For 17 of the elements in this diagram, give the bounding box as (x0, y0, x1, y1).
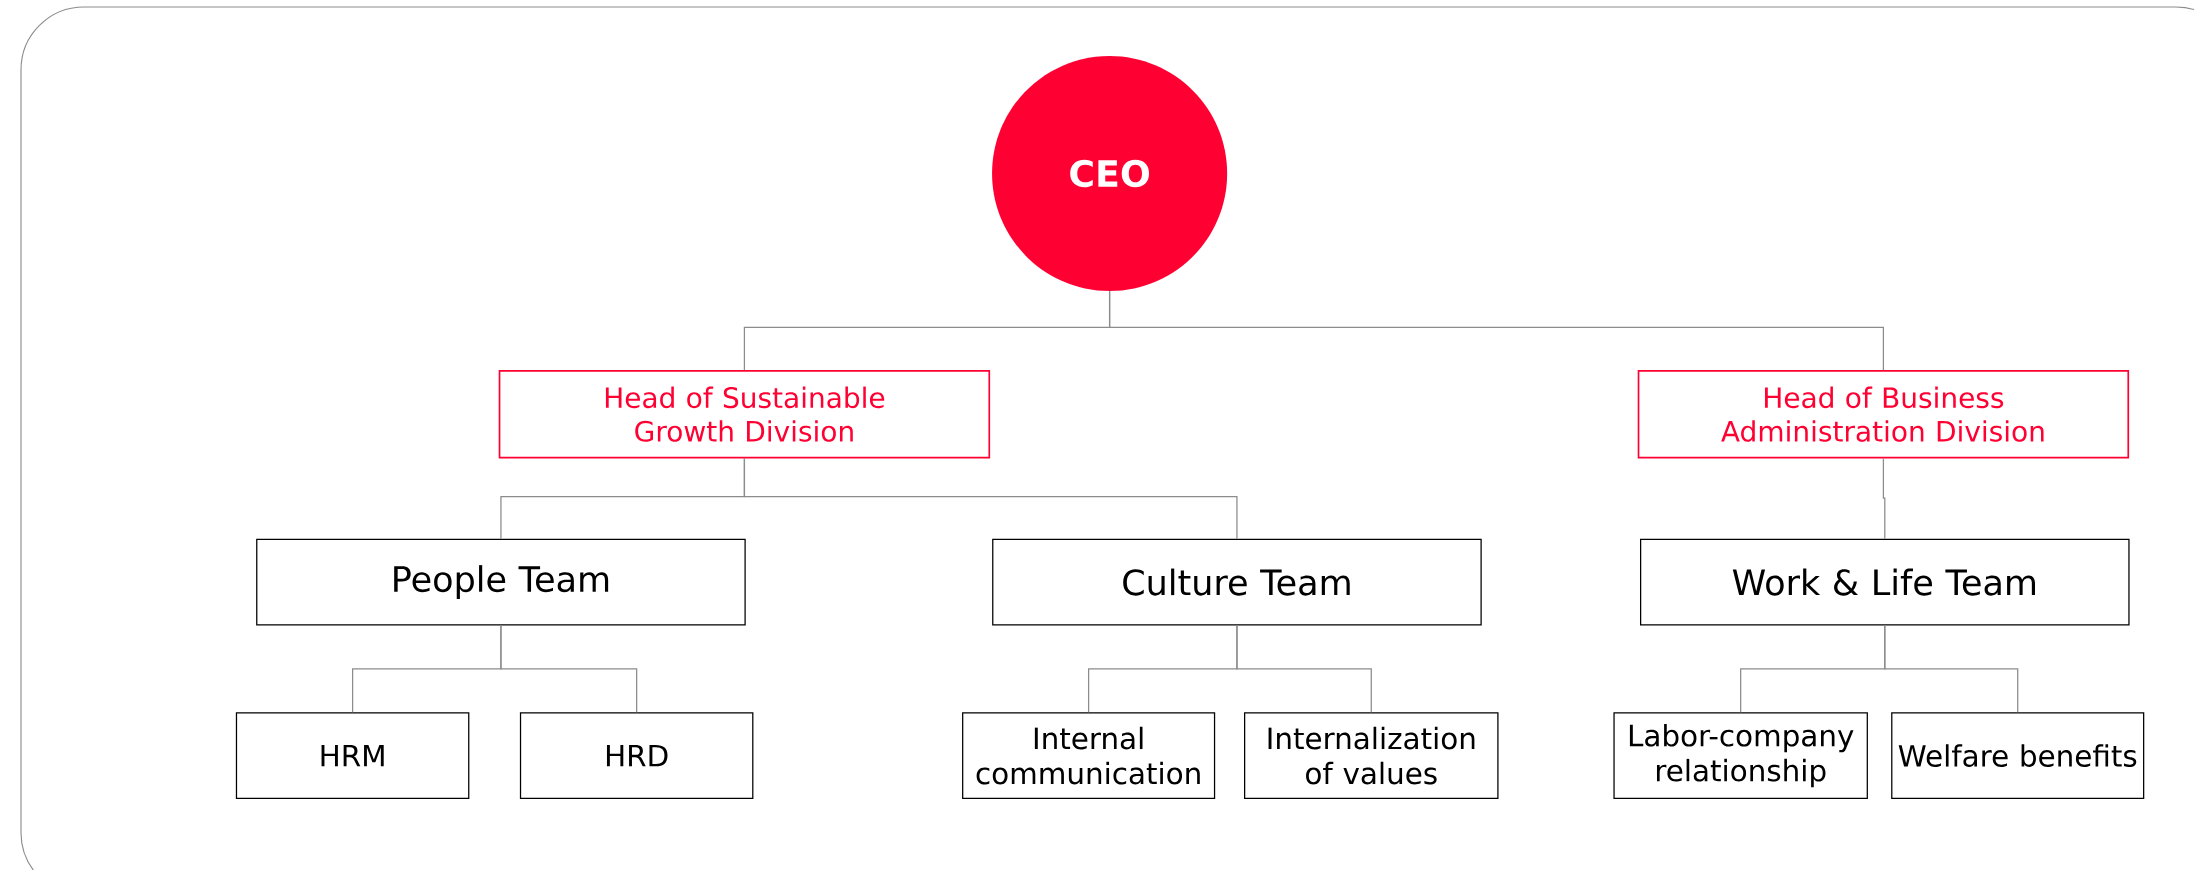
team-box: Work & Life Team (1640, 538, 2130, 626)
team-box: Culture Team (992, 538, 1482, 626)
division-box: Head of Business Administration Division (1637, 369, 2130, 459)
team-box: People Team (256, 538, 746, 626)
function-box: HRD (519, 712, 754, 799)
function-box: HRM (235, 712, 470, 799)
connector-line (1882, 457, 1886, 540)
connector-line (1884, 624, 2019, 713)
function-box: Internal communication (962, 712, 1216, 799)
function-box: Internalization of values (1244, 712, 1499, 799)
division-box: Head of Sustainable Growth Division (498, 369, 991, 459)
connector-line (1108, 290, 1885, 371)
function-box: Welfare benefits (1891, 712, 2145, 799)
function-box: Labor-company relationship (1613, 712, 1868, 799)
connector-line (500, 624, 638, 713)
connector-line (1236, 624, 1372, 713)
connector-line (743, 457, 1238, 540)
